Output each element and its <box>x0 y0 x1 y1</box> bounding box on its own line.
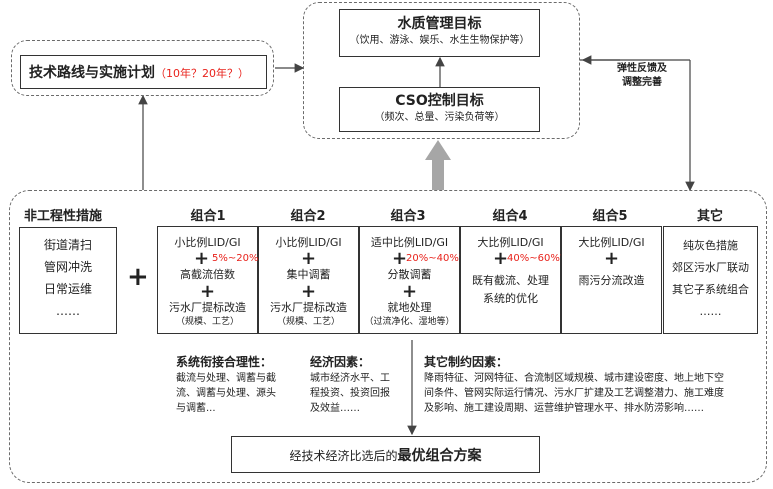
plus-sign: + <box>127 262 149 292</box>
water-quality-subtitle: （饮用、游泳、娱乐、水生生物保护等） <box>349 35 530 46</box>
other-item-4: …… <box>699 305 722 318</box>
combo2-line3: 污水厂提标改造 <box>270 301 347 314</box>
combo2-line2: 集中调蓄 <box>286 268 331 281</box>
combo1-line4: （规模、工艺） <box>175 317 239 327</box>
combo3-title: 组合3 <box>390 209 426 224</box>
combo5-line1: 大比例LID/GI <box>578 236 645 249</box>
combo1-title: 组合1 <box>190 209 226 224</box>
combo1-plus2: + <box>200 281 216 302</box>
nonengineering-item-2: 管网冲洗 <box>43 260 92 274</box>
combo1-plus1: + <box>194 248 210 269</box>
combo1-line2: 高截流倍数 <box>180 268 235 281</box>
combo1-percent: 5%~20%? <box>212 253 264 264</box>
combo4-percent: 40%~60%? <box>507 253 566 264</box>
other-box: 纯灰色措施 郊区污水厂联动 其它子系统组合 …… <box>663 226 758 334</box>
system-factor-line3: 与调蓄... <box>176 403 216 414</box>
result-prefix: 经技术经济比选后的 <box>289 449 398 463</box>
combo5-box: 大比例LID/GI + 雨污分流改造 <box>561 226 662 334</box>
combo3-line2: 分散调蓄 <box>387 268 432 281</box>
combo1-line3: 污水厂提标改造 <box>169 301 246 314</box>
system-factor-line2: 流、调蓄与处理、源头 <box>176 388 276 399</box>
roadmap-title: 技术路线与实施计划 <box>29 65 155 81</box>
other-constraints-title: 其它制约因素： <box>424 355 509 369</box>
combo4-line3: 系统的优化 <box>483 292 538 305</box>
other-item-1: 纯灰色措施 <box>683 239 738 252</box>
measures-group <box>9 190 767 483</box>
system-factor-line1: 截流与处理、调蓄与截 <box>176 373 276 384</box>
combo3-plus1: + <box>392 248 408 269</box>
combo2-line4: （规模、工艺） <box>276 317 340 327</box>
system-factor-title: 系统衔接合理性： <box>176 355 273 369</box>
cso-box: CSO控制目标 （频次、总量、污染负荷等） <box>339 87 540 132</box>
combo5-line2: 雨污分流改造 <box>578 274 645 287</box>
other-constraints: 其它制约因素： 降雨特征、河网特征、合流制区域规模、城市建设密度、地上地下空 间… <box>424 354 764 416</box>
other-constraints-line3: 及影响、施工建设周期、运营维护管理水平、排水防涝影响…… <box>424 403 704 414</box>
combo2-line1: 小比例LID/GI <box>275 236 342 249</box>
combo3-percent: 20%~40%? <box>406 253 465 264</box>
feedback-label: 弹性反馈及 调整完善 <box>604 62 680 90</box>
nonengineering-box: 街道清扫 管网冲洗 日常运维 …… <box>19 227 117 334</box>
nonengineering-title: 非工程性措施 <box>24 209 103 224</box>
combo4-plus1: + <box>493 248 509 269</box>
nonengineering-item-4: …… <box>56 304 80 318</box>
system-factor: 系统衔接合理性： 截流与处理、调蓄与截 流、调蓄与处理、源头 与调蓄... <box>176 354 304 416</box>
economic-factor-line3: 及效益…… <box>310 403 360 414</box>
economic-factor: 经济因素： 城市经济水平、工 程投资、投资回报 及效益…… <box>310 354 408 416</box>
big-up-arrow <box>425 140 451 190</box>
other-title: 其它 <box>696 209 723 224</box>
combo2-title: 组合2 <box>290 209 326 224</box>
combo1-box: 小比例LID/GI + 5%~20%? 高截流倍数 + 污水厂提标改造 （规模、… <box>157 226 264 334</box>
combo2-plus2: + <box>301 281 317 302</box>
roadmap-box: 技术路线与实施计划（10年？20年？） <box>20 55 267 89</box>
combo2-box: 小比例LID/GI + 集中调蓄 + 污水厂提标改造 （规模、工艺） <box>258 226 359 334</box>
other-constraints-line2: 间条件、管网实际运行情况、污水厂扩建及工艺调整潜力、施工难度 <box>424 388 724 399</box>
water-quality-title: 水质管理目标 <box>397 16 482 32</box>
feedback-line2: 调整完善 <box>622 77 662 88</box>
economic-factor-title: 经济因素： <box>310 355 371 369</box>
other-item-3: 其它子系统组合 <box>672 283 749 296</box>
nonengineering-item-3: 日常运维 <box>43 282 92 296</box>
other-item-2: 郊区污水厂联动 <box>672 261 749 274</box>
other-constraints-line1: 降雨特征、河网特征、合流制区域规模、城市建设密度、地上地下空 <box>424 373 724 384</box>
result-emphasis: 最优组合方案 <box>397 448 482 464</box>
water-quality-box: 水质管理目标 （饮用、游泳、娱乐、水生生物保护等） <box>339 9 540 57</box>
combo3-line1: 适中比例LID/GI <box>370 236 449 249</box>
combo4-line1: 大比例LID/GI <box>477 236 544 249</box>
roadmap-group <box>11 40 274 96</box>
combo2-plus1: + <box>301 248 317 269</box>
cso-title: CSO控制目标 <box>395 93 484 109</box>
combo1-line1: 小比例LID/GI <box>174 236 241 249</box>
economic-factor-line1: 城市经济水平、工 <box>310 373 390 384</box>
economic-factor-line2: 程投资、投资回报 <box>310 388 390 399</box>
combo5-title: 组合5 <box>592 209 628 224</box>
combo3-line4: （过流净化、湿地等） <box>364 317 455 327</box>
combo4-title: 组合4 <box>492 209 528 224</box>
cso-subtitle: （频次、总量、污染负荷等） <box>374 112 505 123</box>
combo3-line3: 就地处理 <box>387 301 432 314</box>
combo3-box: 适中比例LID/GI + 20%~40%? 分散调蓄 + 就地处理 （过流净化、… <box>359 226 464 334</box>
targets-group <box>303 2 580 139</box>
combo3-plus2: + <box>402 281 418 302</box>
feedback-line1: 弹性反馈及 <box>617 63 667 74</box>
combo4-line2: 既有截流、处理 <box>472 274 549 287</box>
result-box: 经技术经济比选后的最优组合方案 <box>231 436 540 473</box>
nonengineering-item-1: 街道清扫 <box>43 238 92 252</box>
roadmap-note: （10年？20年？） <box>155 67 249 80</box>
combo5-plus1: + <box>604 248 620 269</box>
combo4-box: 大比例LID/GI + 40%~60%? 既有截流、处理 系统的优化 <box>460 226 565 334</box>
